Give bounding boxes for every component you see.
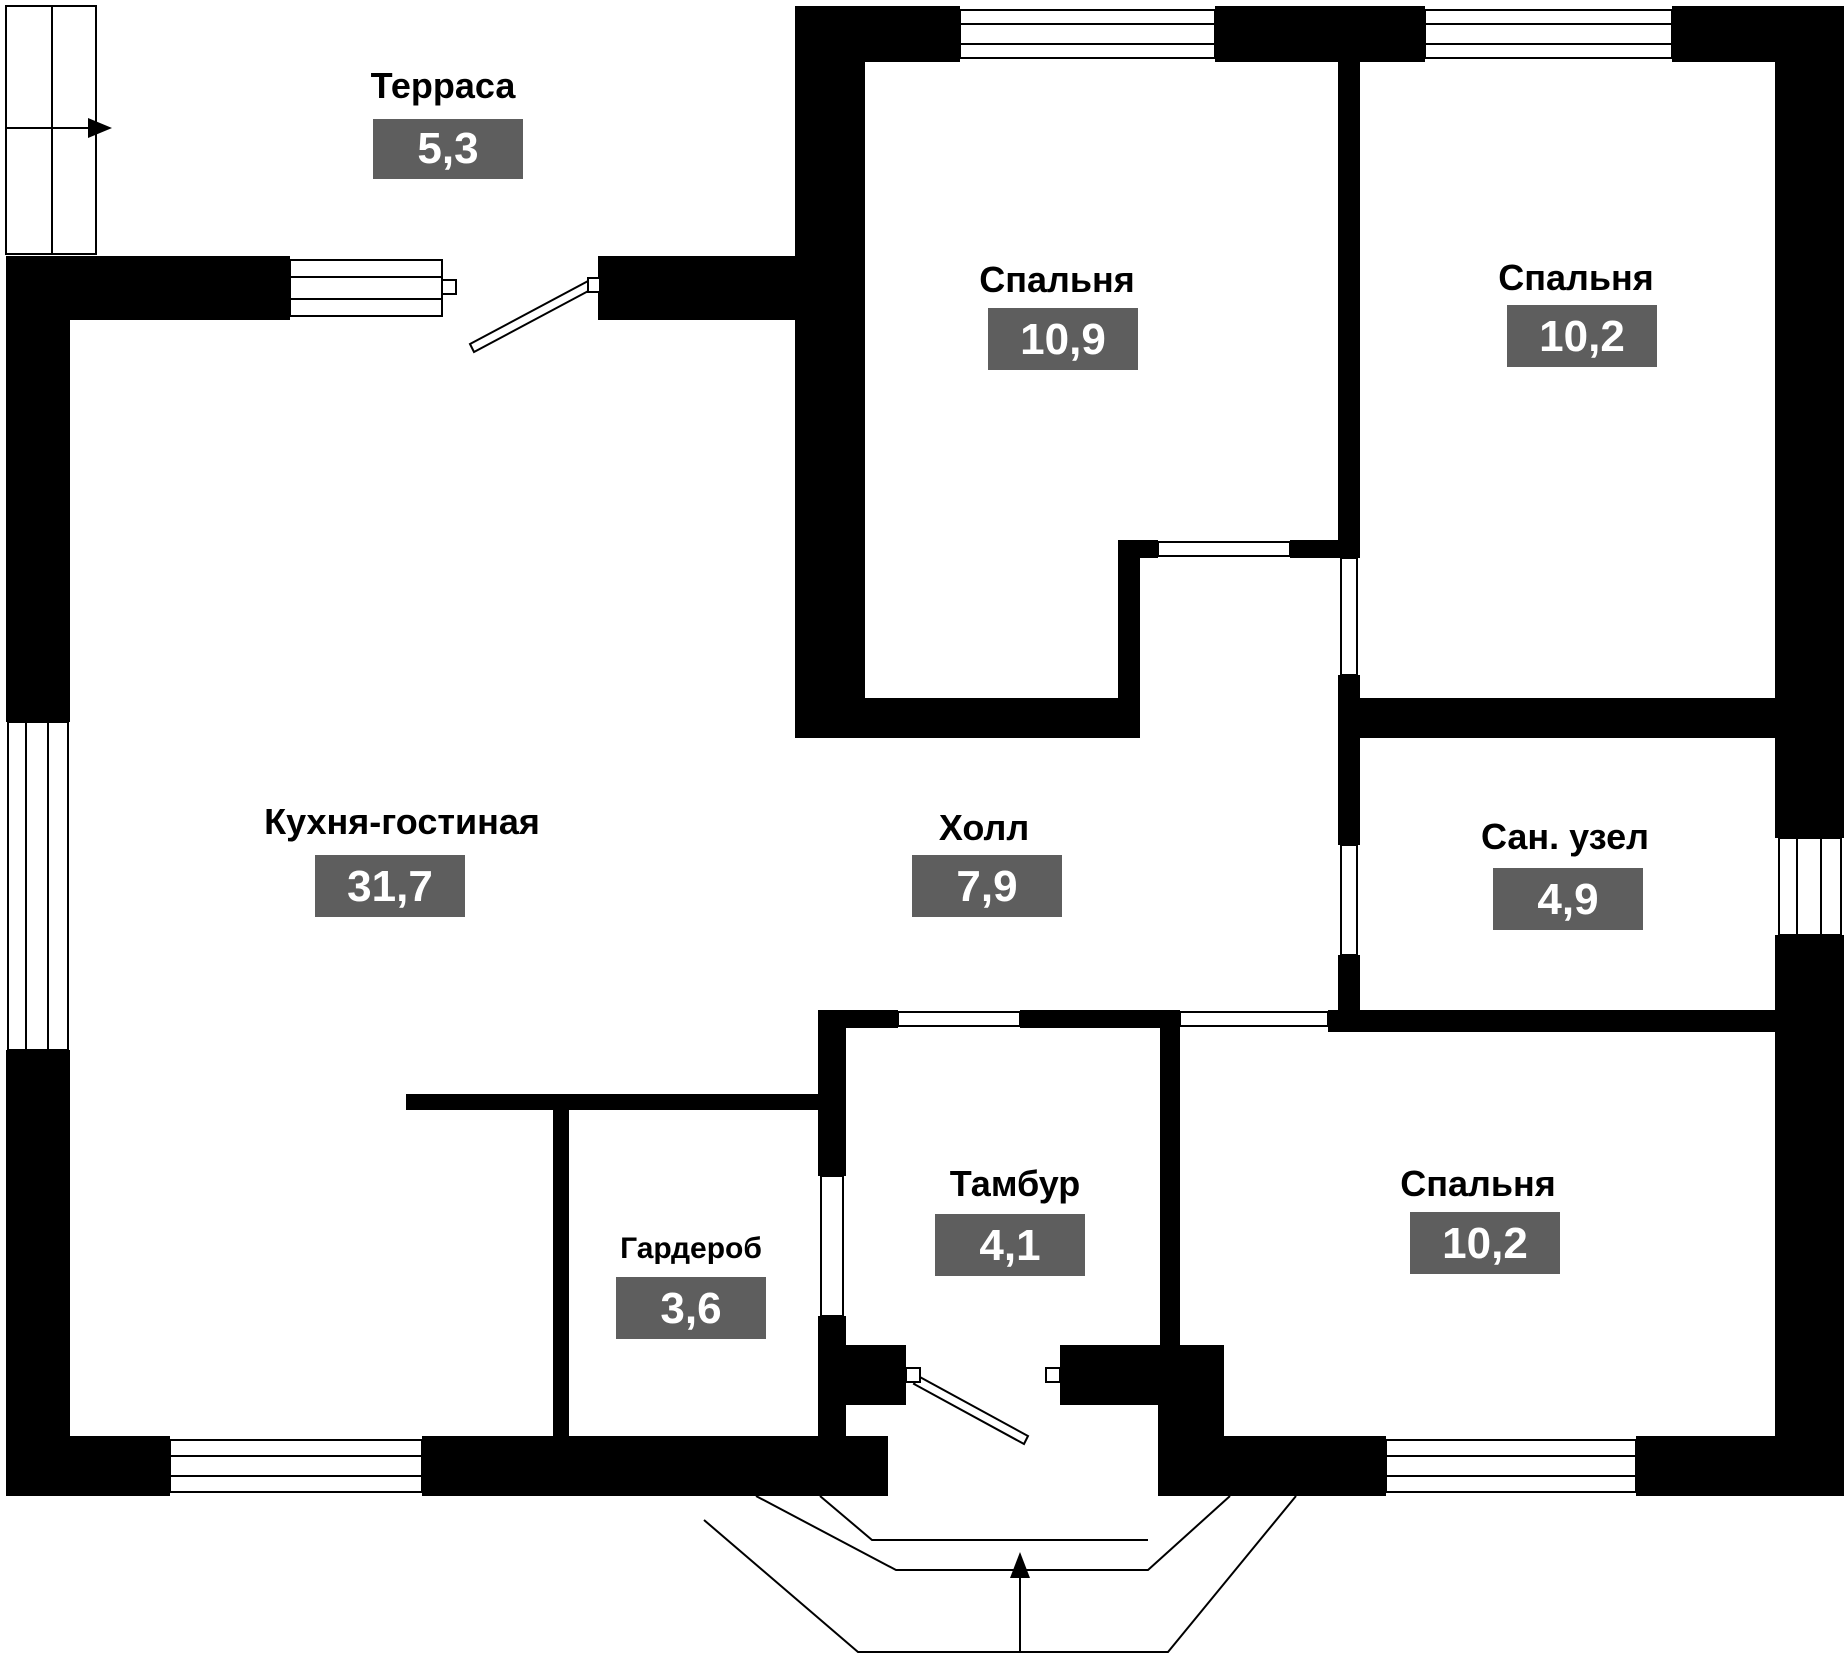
room-name: Спальня [1498, 257, 1654, 298]
porch [703, 1495, 1297, 1653]
area-value: 5,3 [417, 124, 478, 173]
windows [7, 9, 1842, 1493]
room-wardrobe: Гардероб 3,6 [616, 1232, 766, 1339]
room-name: Сан. узел [1481, 816, 1649, 857]
entrance-arrow-terrace [6, 118, 112, 138]
area-value: 4,1 [979, 1221, 1040, 1270]
area-badge [912, 855, 1062, 917]
area-value: 31,7 [347, 862, 433, 911]
room-name: Кухня-гостиная [264, 801, 540, 842]
room-vestibule: Тамбур 4,1 [935, 1163, 1085, 1276]
doors [468, 277, 1061, 1446]
room-name: Терраса [371, 65, 517, 106]
area-badge [935, 1214, 1085, 1276]
area-badge [1493, 868, 1643, 930]
room-terrace: Терраса 5,3 [371, 65, 523, 179]
area-badge [315, 855, 465, 917]
area-value: 4,9 [1537, 875, 1598, 924]
room-kitchen-living: Кухня-гостиная 31,7 [264, 801, 540, 917]
terrace-frame [5, 5, 97, 255]
area-badge [616, 1277, 766, 1339]
room-bedroom-3: Спальня 10,2 [1400, 1163, 1560, 1274]
area-badge [1507, 305, 1657, 367]
room-hall: Холл 7,9 [912, 807, 1062, 917]
room-name: Тамбур [950, 1163, 1081, 1204]
room-name: Гардероб [620, 1232, 762, 1265]
room-name: Спальня [979, 259, 1135, 300]
area-value: 10,9 [1020, 315, 1106, 364]
room-name: Холл [939, 807, 1029, 848]
room-bathroom: Сан. узел 4,9 [1481, 816, 1649, 930]
entrance-arrow-main [1010, 1552, 1030, 1652]
room-bedroom-2: Спальня 10,2 [1498, 257, 1657, 367]
area-value: 3,6 [660, 1284, 721, 1333]
area-badge [1410, 1212, 1560, 1274]
area-value: 10,2 [1539, 312, 1625, 361]
room-name: Спальня [1400, 1163, 1556, 1204]
area-value: 7,9 [956, 862, 1017, 911]
area-badge [373, 119, 523, 179]
room-bedroom-1: Спальня 10,9 [979, 259, 1138, 370]
area-badge [988, 308, 1138, 370]
walls [6, 6, 1844, 1496]
area-value: 10,2 [1442, 1219, 1528, 1268]
